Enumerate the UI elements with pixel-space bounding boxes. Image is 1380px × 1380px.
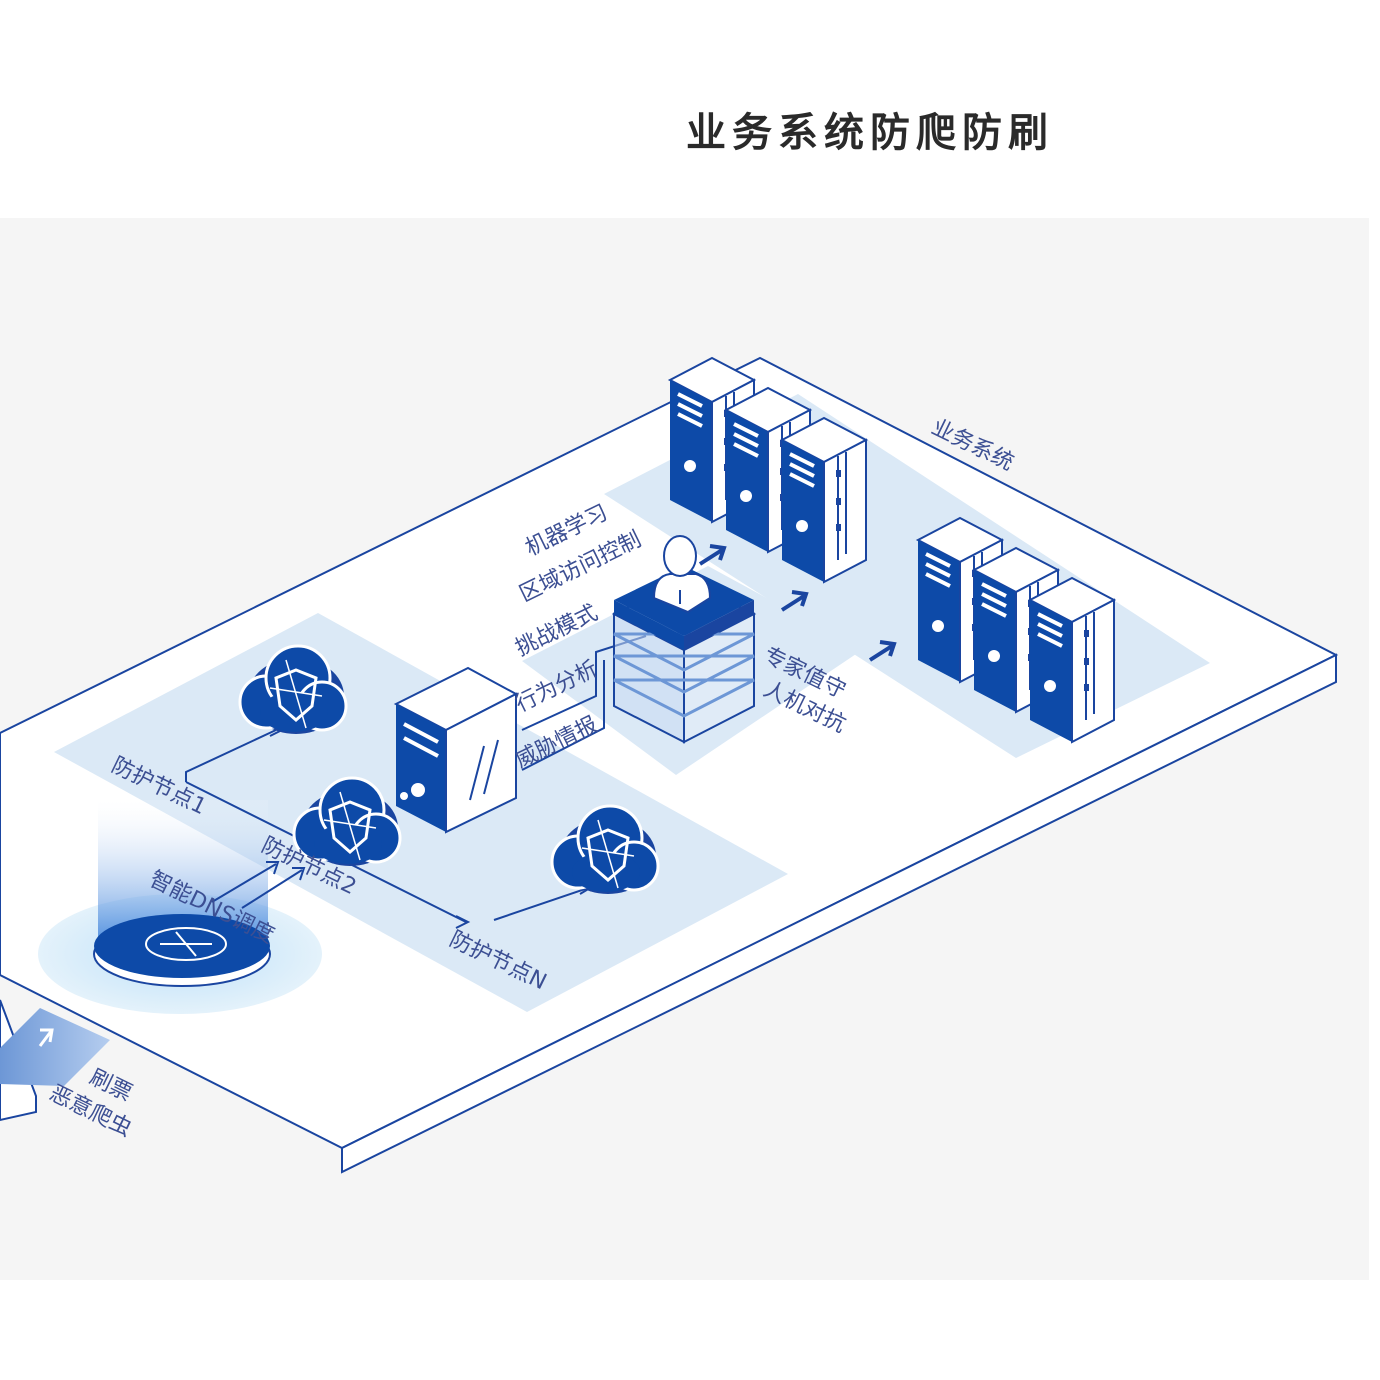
page-title: 业务系统防爬防刷 xyxy=(686,110,1054,156)
dns-node xyxy=(38,800,322,1014)
central-server xyxy=(393,666,519,834)
attack-flow xyxy=(0,1008,110,1086)
expert-console xyxy=(611,535,757,744)
diagram-canvas: 业务系统 机器学习 区域访问控制 挑战模式 行为分析 威胁情报 专家值守 人机对… xyxy=(0,218,1369,1280)
diagram-svg: 业务系统 机器学习 区域访问控制 挑战模式 行为分析 威胁情报 专家值守 人机对… xyxy=(0,356,1339,1174)
dns-globe-icon xyxy=(145,927,227,961)
user-icon xyxy=(652,535,712,614)
